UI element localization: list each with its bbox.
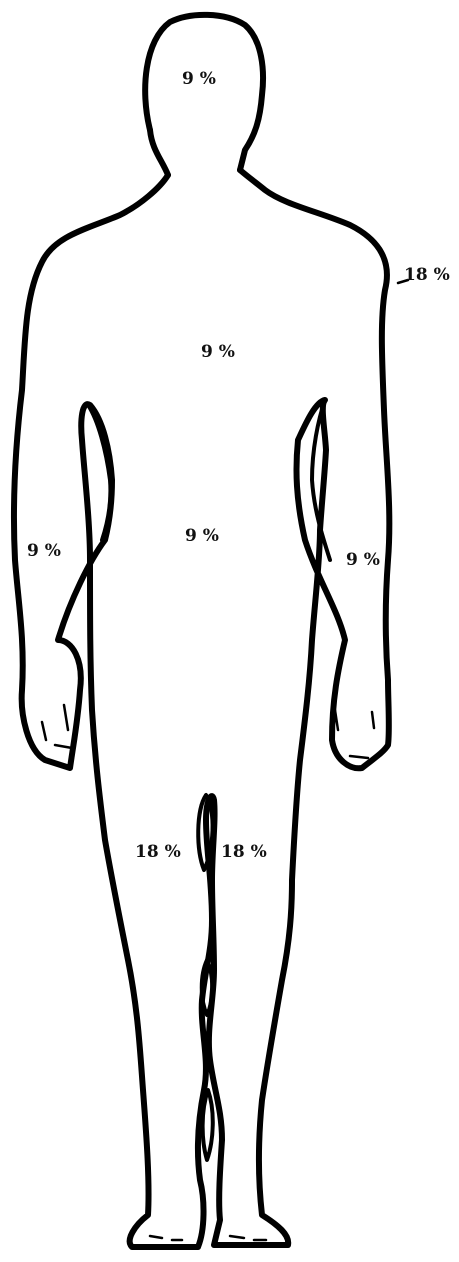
right-hand-detail — [335, 710, 374, 758]
right-arm-label: 9 % — [346, 550, 380, 570]
chest-label: 9 % — [201, 342, 235, 362]
ankle-loop — [203, 1090, 213, 1160]
right-leg-label: 18 % — [221, 842, 267, 862]
left-leg-label: 18 % — [135, 842, 181, 862]
head-neck-left — [150, 130, 168, 175]
left-hand-detail — [42, 705, 72, 748]
head-outline — [145, 15, 263, 170]
torso-outline — [14, 170, 389, 1247]
left-arm-label: 9 % — [27, 541, 61, 561]
arm-upper-right-label: 18 % — [404, 265, 450, 285]
left-foot-detail — [150, 1236, 182, 1240]
right-foot-detail — [230, 1236, 266, 1240]
head-label: 9 % — [182, 69, 216, 89]
abdomen-label: 9 % — [185, 526, 219, 546]
